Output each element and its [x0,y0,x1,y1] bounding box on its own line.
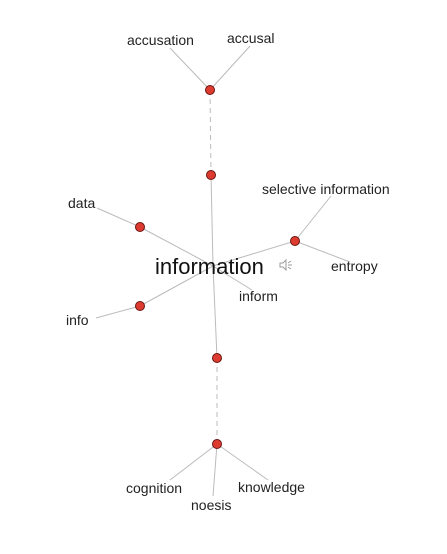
edge-trunk-bottom [212,265,218,359]
node-selective-synset[interactable] [290,236,300,246]
label-knowledge[interactable]: knowledge [238,479,305,495]
edge-trunk-top [210,174,214,267]
node-info-synset[interactable] [135,301,145,311]
node-lower-trunk[interactable] [212,353,222,363]
edge-info-center [139,265,214,307]
center-word: information [155,254,264,279]
speaker-icon[interactable] [279,259,293,271]
label-noesis[interactable]: noesis [191,497,232,513]
edge-selective [212,240,296,267]
label-accusation[interactable]: accusation [127,32,194,48]
edge-accusation [169,47,211,91]
label-data[interactable]: data [68,195,96,211]
edge-knowledge [216,443,269,481]
edge-data-center [139,226,214,267]
label-cognition[interactable]: cognition [126,480,183,496]
edge-inform [212,265,253,291]
edge-noesis [212,443,218,497]
node-upper-trunk[interactable] [206,170,216,180]
edge-selective-label [294,195,332,242]
edge-cognition [169,443,218,481]
node-accusation-synset[interactable] [205,85,215,95]
nodes [135,85,300,449]
edge-accusal [209,45,251,91]
node-data-synset[interactable] [135,222,145,232]
edge-data [96,207,141,228]
label-accusal[interactable]: accusal [227,30,275,46]
label-selective-information[interactable]: selective information [262,181,390,197]
edge-entropy [294,240,351,263]
edge-dashed-top [209,89,212,176]
label-inform[interactable]: inform [239,288,278,304]
edges [95,45,351,497]
node-cognition-synset[interactable] [212,439,222,449]
label-info[interactable]: info [66,312,89,328]
edge-info [95,305,141,319]
label-entropy[interactable]: entropy [331,258,378,274]
